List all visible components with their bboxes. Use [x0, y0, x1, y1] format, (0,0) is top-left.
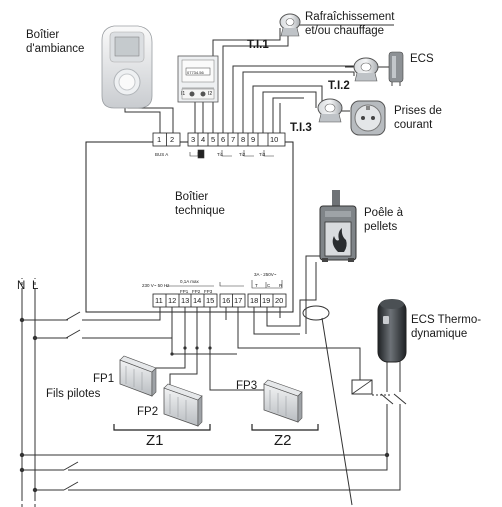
boitier-technique-box — [85, 141, 294, 313]
ambiance-thermostat-icon — [101, 25, 153, 109]
terminal-17: 17 — [234, 296, 243, 305]
ti3-current-transformer-icon — [317, 98, 343, 123]
label-poele-line1: Poêle à — [364, 207, 404, 219]
label-ecs: ECS — [410, 53, 434, 65]
label-current-01: 0,1A max — [180, 279, 199, 284]
terminal-18: 18 — [250, 296, 259, 305]
terminal-13: 13 — [181, 296, 190, 305]
label-meter-digits: 07734.56 — [187, 70, 204, 75]
ecs-water-heater-icon — [388, 51, 404, 86]
terminal-15: 15 — [206, 296, 215, 305]
label-zone-z1: Z1 — [146, 432, 164, 449]
label-meter-i1: I1 — [181, 91, 186, 97]
label-pilot-term-fp2: FP2 — [192, 289, 201, 294]
label-boitier-ambiance-line1: Boîtier — [26, 29, 60, 41]
label-neutral: N — [17, 280, 26, 292]
label-zone-z2: Z2 — [274, 432, 292, 449]
ecs-thermodynamique-icon — [377, 299, 407, 363]
terminal-7: 7 — [231, 135, 236, 144]
label-bus-a: BUS A — [155, 152, 169, 157]
terminal-3: 3 — [191, 135, 196, 144]
label-line: L — [32, 280, 39, 292]
terminal-14: 14 — [193, 296, 202, 305]
zone-brackets — [113, 424, 319, 431]
label-rafraichissement-line1: Rafraîchissement — [305, 11, 395, 23]
label-rafraichissement: Rafraîchissement et/ou chauffage — [305, 10, 394, 38]
terminal-11: 11 — [155, 296, 163, 305]
label-prises: Prises de courant — [394, 104, 442, 132]
label-rafraichissement-line2: et/ou chauffage — [305, 25, 385, 37]
label-boitier-technique: Boîtier technique — [175, 190, 225, 218]
radiator-fp3-icon — [263, 379, 303, 423]
electricity-meter-icon — [177, 55, 219, 103]
terminal-20: 20 — [275, 296, 284, 305]
label-ecs-thermo-line1: ECS Thermo- — [411, 314, 482, 326]
label-poele: Poêle à pellets — [364, 206, 403, 234]
terminal-6: 6 — [221, 135, 226, 144]
label-ecs-thermo: ECS Thermo- dynamique — [411, 313, 481, 341]
label-boitier-technique-line1: Boîtier — [175, 191, 209, 203]
junction-dots — [19, 317, 390, 493]
label-ti-term-1: Ti1 — [217, 152, 224, 157]
label-fils-pilotes: Fils pilotes — [46, 388, 101, 400]
label-ti1: T.I.1 — [247, 39, 269, 51]
label-fp3: FP3 — [236, 380, 258, 392]
label-fp2: FP2 — [137, 406, 159, 418]
label-ti3: T.I.3 — [290, 122, 312, 134]
pellet-stove-icon — [319, 190, 357, 262]
label-boitier-technique-line2: technique — [175, 205, 225, 217]
terminal-2: 2 — [170, 135, 175, 144]
label-pilot-term-fp1: FP1 — [180, 289, 189, 294]
label-relay-rating: 3A - 250V~ — [254, 272, 277, 277]
label-pilot-term-fp3: FP3 — [204, 289, 213, 294]
terminal-4: 4 — [201, 135, 206, 144]
label-fp1: FP1 — [93, 373, 115, 385]
label-ti2: T.I.2 — [328, 80, 350, 92]
terminal-8: 8 — [241, 135, 246, 144]
terminal-10: 10 — [270, 135, 279, 144]
label-meter-i2: I2 — [208, 91, 213, 97]
label-ecs-thermo-line2: dynamique — [411, 328, 468, 340]
terminal-9: 9 — [251, 135, 256, 144]
label-boitier-ambiance-line2: d'ambiance — [26, 43, 85, 55]
ti1-current-transformer-icon — [279, 13, 301, 37]
label-relay-term-t: T — [255, 283, 258, 288]
label-boitier-ambiance: Boîtier d'ambiance — [26, 28, 84, 56]
label-poele-line2: pellets — [364, 221, 398, 233]
power-socket-icon — [350, 100, 386, 136]
label-ti-term-3: Ti3 — [259, 152, 266, 157]
contactor-relay-icon — [351, 379, 373, 395]
terminal-markings — [166, 149, 283, 289]
label-prises-line2: courant — [394, 119, 433, 131]
bottom-terminal-block — [152, 293, 287, 308]
terminal-1: 1 — [157, 135, 162, 144]
terminal-19: 19 — [262, 296, 271, 305]
label-prises-line1: Prises de — [394, 105, 442, 117]
label-relay-term-c: C — [267, 283, 271, 288]
terminal-12: 12 — [168, 296, 177, 305]
label-ti-term-2: Ti2 — [239, 152, 246, 157]
terminal-16: 16 — [222, 296, 231, 305]
radiator-fp2-icon — [163, 383, 203, 427]
terminal-5: 5 — [211, 135, 216, 144]
top-terminal-block — [152, 132, 286, 147]
label-relay-term-r: R — [279, 283, 283, 288]
radiator-fp1-icon — [119, 355, 157, 397]
label-voltage: 230 V~ 50 Hz — [142, 283, 170, 288]
ti2-current-transformer-icon — [353, 57, 379, 82]
